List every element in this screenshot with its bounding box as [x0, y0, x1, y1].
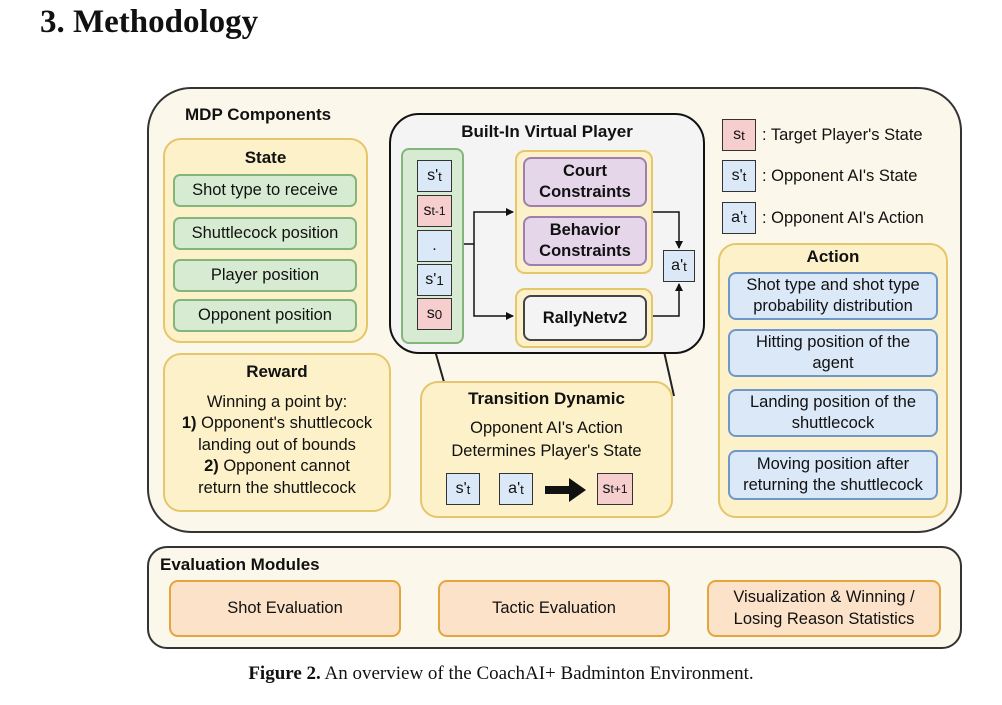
court-constraints-box: Court Constraints [523, 157, 647, 207]
reward-content: Reward Winning a point by: 1) Opponent's… [163, 361, 391, 499]
action-item-landing-position-line-2: shuttlecock [791, 414, 875, 432]
stack-opponent-state-1-base: s' [425, 271, 437, 288]
state-title: State [244, 148, 287, 167]
reward-item-2-line-2: return the shuttlecock [198, 478, 356, 497]
transition-input-action-base: a' [508, 480, 521, 497]
output-action-base: a' [671, 257, 684, 274]
reward-item-1-number: 1) [181, 414, 197, 432]
section-heading: 3. Methodology [40, 4, 259, 40]
transition-dynamic-title: Transition Dynamic [468, 389, 625, 408]
legend-target-state-label: : Target Player's State [762, 126, 923, 144]
transition-line-1: Opponent AI's Action [470, 419, 623, 437]
behavior-constraints-box: Behavior Constraints [523, 216, 647, 266]
legend-opponent-state-base: s' [731, 167, 743, 184]
legend-opponent-state-symbol: s't [722, 160, 756, 192]
reward-item-2-number: 2) [204, 457, 219, 475]
state-item-shuttlecock-position: Shuttlecock position [173, 217, 357, 250]
reward-intro: Winning a point by: [206, 392, 348, 411]
action-item-shot-type-line-2: probability distribution [753, 297, 913, 315]
figure-caption-label: Figure 2. [248, 663, 321, 684]
transition-output-sub: t+1 [610, 482, 628, 496]
evaluation-modules-title: Evaluation Modules [160, 555, 320, 574]
transition-arrow-icon [545, 478, 586, 502]
stack-ellipsis-base: . [432, 237, 437, 254]
action-item-hitting-position: Hitting position of the agent [728, 329, 938, 377]
action-item-landing-position: Landing position of the shuttlecock [728, 389, 938, 437]
visualization-statistics-module: Visualization & Winning / Losing Reason … [707, 580, 941, 637]
reward-box [163, 353, 391, 512]
action-item-hitting-position-line-2: agent [812, 354, 854, 372]
transition-input-state-sub: t [466, 481, 471, 497]
legend-opponent-action-base: a' [731, 209, 744, 226]
action-title: Action [806, 247, 860, 266]
stack-opponent-state-t-sub: t [438, 168, 442, 184]
visualization-module-line-1: Visualization & Winning / [733, 588, 915, 607]
reward-item-2-line-1: Opponent cannot [223, 457, 350, 475]
stack-target-state-0-base: s [426, 305, 435, 322]
shot-evaluation-module: Shot Evaluation [169, 580, 401, 637]
transition-input-state-base: s' [455, 480, 467, 497]
tactic-evaluation-module: Tactic Evaluation [438, 580, 670, 637]
action-item-moving-position-line-2: returning the shuttlecock [743, 476, 923, 494]
reward-item-1-line-2: landing out of bounds [198, 435, 356, 454]
rallynet-box: RallyNetv2 [523, 295, 647, 341]
virtual-player-title: Built-In Virtual Player [461, 122, 633, 141]
action-item-moving-position-line-1: Moving position after [756, 454, 910, 473]
transition-dynamic-description: Opponent AI's Action Determines Player's… [420, 417, 673, 463]
state-item-opponent-position: Opponent position [173, 299, 357, 332]
transition-input-opponent-state: s't [446, 473, 480, 505]
legend-opponent-state-sub: t [742, 168, 747, 184]
output-action-sub: t [683, 258, 687, 274]
legend-target-state-sub: t [741, 127, 745, 143]
stack-target-state-0-sub: 0 [434, 306, 443, 322]
action-item-moving-position: Moving position after returning the shut… [728, 450, 938, 500]
stack-ellipsis: . [417, 230, 452, 262]
stack-target-state-t-minus-1-sub: t-1 [431, 204, 446, 218]
action-item-shot-type-line-1: Shot type and shot type [746, 275, 920, 294]
transition-input-opponent-action: a't [499, 473, 533, 505]
legend-opponent-action-symbol: a't [722, 202, 756, 234]
virtual-player-output-action: a't [663, 250, 695, 282]
transition-input-action-sub: t [520, 481, 524, 497]
reward-title: Reward [246, 362, 308, 381]
action-item-hitting-position-line-1: Hitting position of the [755, 332, 911, 351]
transition-output-base: s [602, 480, 611, 497]
figure-caption: Figure 2. An overview of the CoachAI+ Ba… [0, 663, 1002, 685]
stack-opponent-state-t: s't [417, 160, 452, 192]
mdp-components-title: MDP Components [185, 105, 332, 124]
stack-opponent-state-1: s'1 [417, 264, 452, 296]
legend-opponent-state-label: : Opponent AI's State [762, 167, 918, 185]
reward-item-1-line-1: Opponent's shuttlecock [201, 414, 373, 432]
stack-opponent-state-t-base: s' [427, 167, 439, 184]
reward-item-2: 2) Opponent cannot [163, 456, 391, 478]
action-item-landing-position-line-1: Landing position of the [749, 392, 917, 411]
action-item-shot-type: Shot type and shot type probability dist… [728, 272, 938, 320]
reward-item-1: 1) Opponent's shuttlecock [163, 413, 391, 435]
stack-target-state-t-minus-1-base: s [423, 202, 432, 219]
visualization-module-line-2: Losing Reason Statistics [733, 609, 915, 628]
transition-line-2: Determines Player's State [451, 442, 642, 460]
figure-caption-text: An overview of the CoachAI+ Badminton En… [320, 663, 754, 684]
state-item-shot-type: Shot type to receive [173, 174, 357, 207]
legend-opponent-action-sub: t [743, 210, 747, 226]
legend-target-state-base: s [733, 126, 742, 143]
state-item-player-position: Player position [173, 259, 357, 292]
legend-opponent-action-label: : Opponent AI's Action [762, 209, 924, 227]
stack-opponent-state-1-sub: 1 [436, 272, 444, 288]
